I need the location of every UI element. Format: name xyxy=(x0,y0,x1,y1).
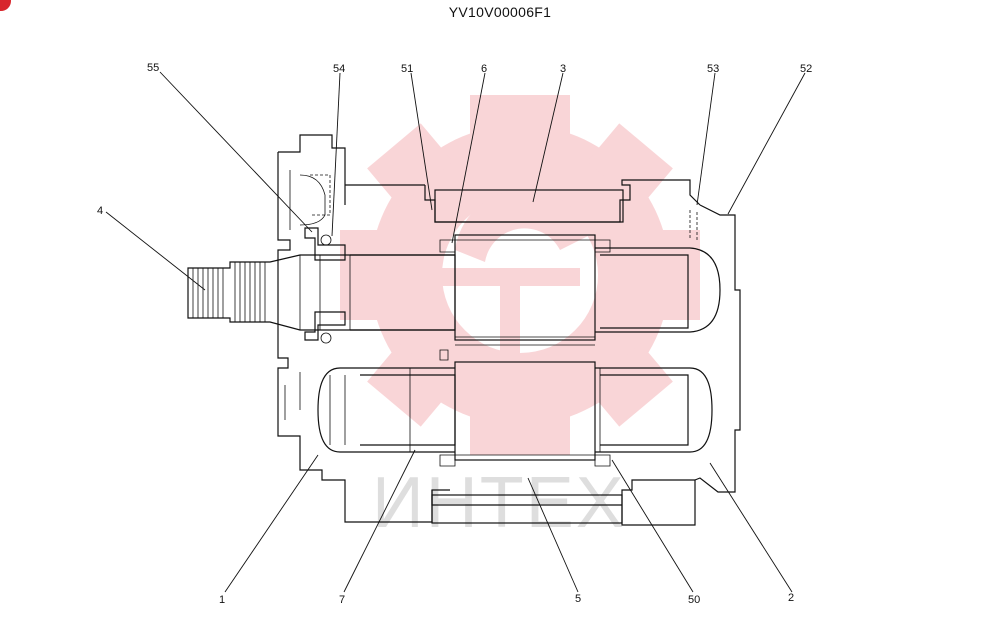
lower-gear xyxy=(317,344,713,467)
oil-seal xyxy=(304,227,346,344)
callout-1: 1 xyxy=(219,594,225,606)
upper-gear xyxy=(350,234,721,361)
callout-3: 3 xyxy=(560,63,566,75)
callout-52: 52 xyxy=(800,63,812,75)
callout-2: 2 xyxy=(788,592,794,604)
front-housing xyxy=(277,134,450,523)
leader-lines xyxy=(105,71,806,593)
drawing-title: YV10V00006F1 xyxy=(448,4,552,20)
callout-50: 50 xyxy=(688,594,700,606)
callout-labels: 55 54 51 6 3 53 52 4 1 7 5 50 2 xyxy=(97,62,812,606)
callout-7: 7 xyxy=(339,594,345,606)
callout-6: 6 xyxy=(481,63,487,75)
callout-53: 53 xyxy=(707,63,719,75)
callout-5: 5 xyxy=(575,593,581,605)
bearing-blocks xyxy=(329,368,601,452)
callout-51: 51 xyxy=(401,63,413,75)
corner-logo-icon[interactable]: P xyxy=(0,0,11,11)
watermark-logo xyxy=(340,95,700,455)
watermark-text: ИНТЕХ xyxy=(372,463,626,543)
center-body xyxy=(424,179,701,526)
callout-4: 4 xyxy=(97,205,103,217)
callout-54: 54 xyxy=(333,63,345,75)
rear-cover xyxy=(689,204,741,493)
callout-55: 55 xyxy=(147,62,159,74)
